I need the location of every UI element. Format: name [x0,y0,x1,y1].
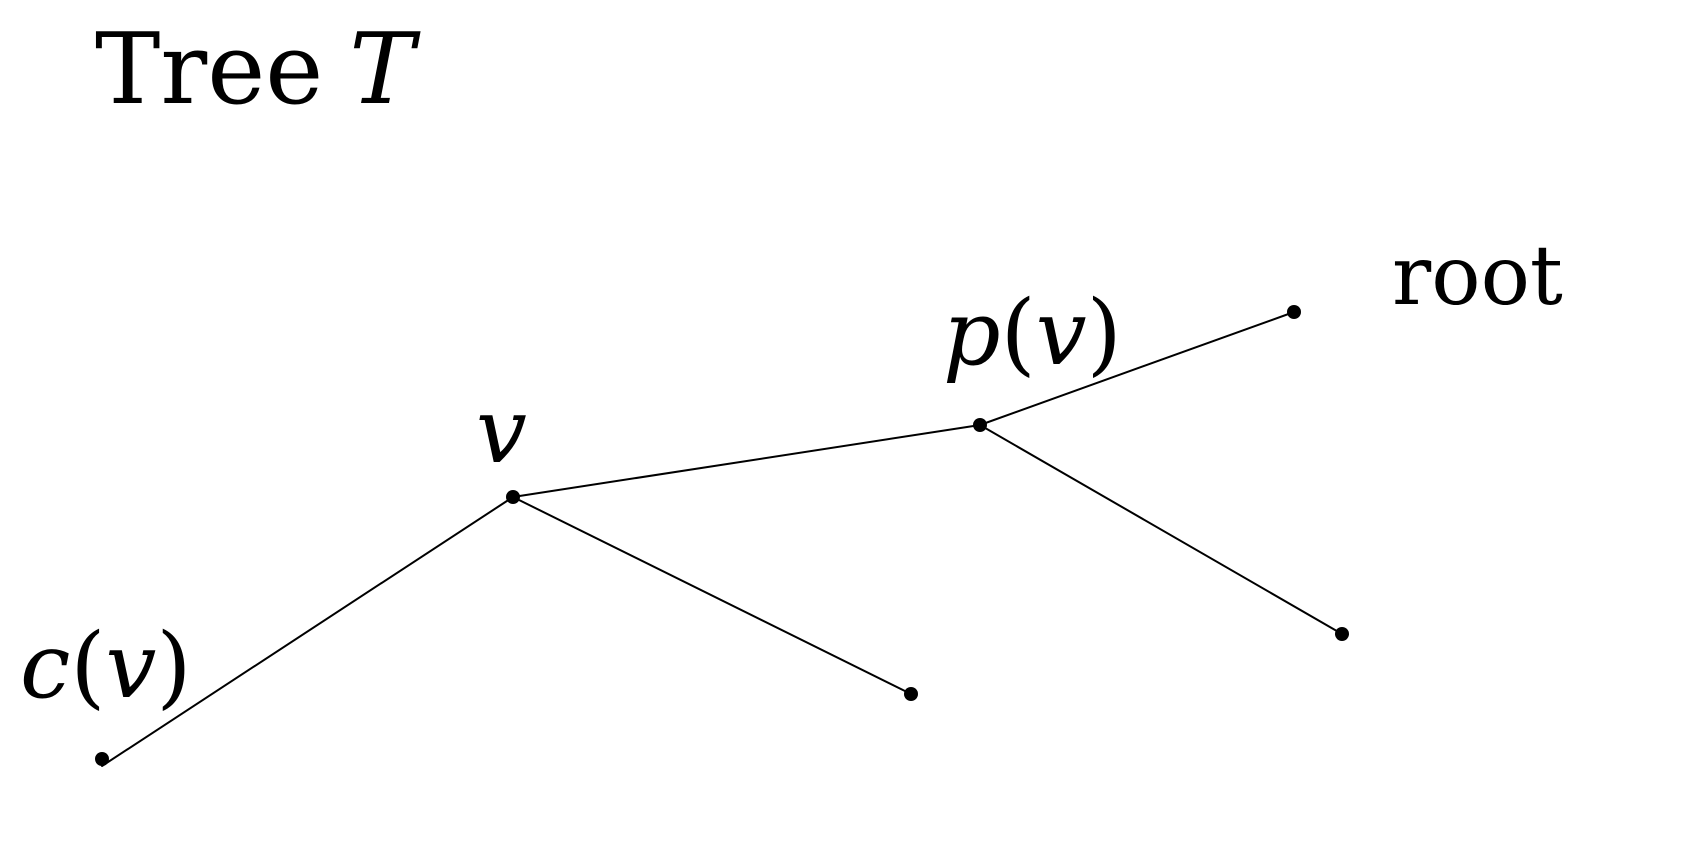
edge-parent-to-root [979,311,1295,426]
node-parent-leaf [1335,627,1349,641]
node-parent [973,418,987,432]
label-root: root [1392,229,1563,324]
label-parent-fn: p [943,281,1001,386]
label-child-close: ) [156,614,191,719]
title-word: Tree [95,13,323,127]
label-parent: p(v) [943,281,1122,386]
label-vertex: v [476,379,527,484]
label-child-fn: c [20,614,70,719]
label-parent-open: ( [1001,281,1036,386]
node-child [95,752,109,766]
edge-vertex-to-leaf [512,496,912,695]
label-child: c(v) [20,614,192,719]
label-child-open: ( [70,614,105,719]
label-child-arg: v [106,614,157,719]
node-vertex-leaf [904,687,918,701]
node-root [1287,305,1301,319]
node-vertex [506,490,520,504]
label-parent-arg: v [1036,281,1087,386]
edge-parent-to-leaf [979,424,1343,635]
edge-child-to-vertex [101,496,514,767]
edge-vertex-to-parent [512,424,981,498]
label-parent-close: ) [1087,281,1122,386]
tree-nodes [95,305,1349,766]
title-symbol: T [349,13,421,127]
tree-edges [101,311,1343,767]
